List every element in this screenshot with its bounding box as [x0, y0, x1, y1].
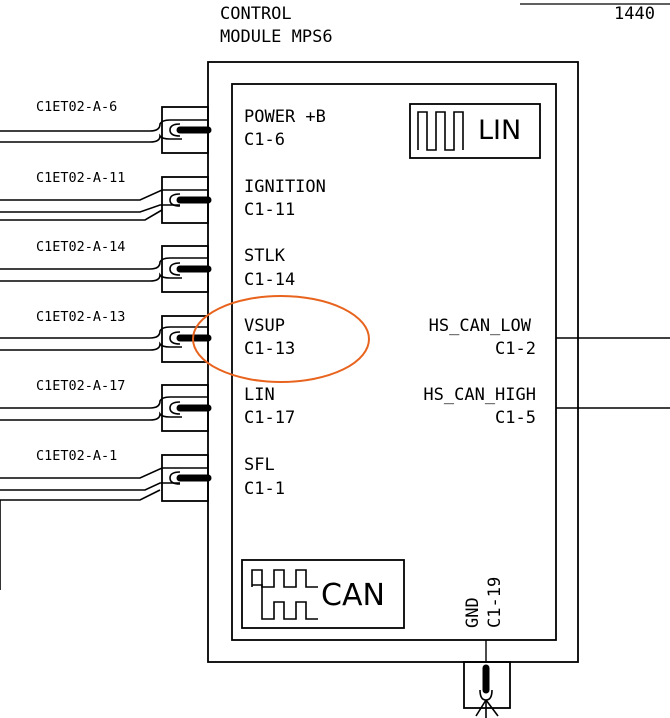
module-inner-frame	[231, 83, 557, 641]
connector-label: C1ET02-A-6	[36, 99, 117, 115]
terminal-hook	[169, 331, 181, 345]
vsup-highlight-ellipse	[192, 295, 370, 383]
wire-upper	[0, 396, 208, 409]
can-high-signal-icon	[251, 569, 318, 588]
pin-number: C1-11	[244, 200, 295, 220]
lin-badge: LIN	[409, 103, 541, 159]
connector-label: C1ET02-A-14	[36, 239, 125, 255]
left-pin-0: C1ET02-A-6 POWER +B C1-6	[36, 99, 326, 150]
connector-label: C1ET02-A-17	[36, 378, 125, 394]
wire-drop	[0, 489, 161, 590]
pin-name: STLK	[244, 246, 286, 266]
gnd-wire-branch-left	[475, 699, 487, 717]
pin-number: C1-1	[244, 479, 285, 499]
connector-label: C1ET02-A-13	[36, 309, 125, 325]
pin-name: LIN	[244, 385, 275, 405]
can-badge: CAN	[241, 559, 405, 629]
module-title-line1: CONTROL	[220, 4, 292, 24]
pin-number: C1-2	[495, 339, 536, 359]
right-pin-can-high: HS_CAN_HIGH C1-5	[423, 385, 670, 428]
lin-signal-icon	[417, 111, 464, 151]
pin-name: HS_CAN_HIGH	[423, 385, 536, 405]
pin-name: HS_CAN_LOW	[429, 316, 532, 336]
gnd-wire-branch-right	[485, 699, 499, 717]
wire-middle	[0, 204, 180, 213]
left-pin-2: C1ET02-A-14 STLK C1-14	[36, 239, 295, 290]
pin-number: C1-6	[244, 130, 285, 150]
wire-upper	[0, 326, 208, 339]
right-pin-can-low: HS_CAN_LOW C1-2	[429, 316, 670, 359]
pin-name: GND	[463, 597, 483, 628]
wire-lower	[0, 411, 182, 421]
connector-pin-6	[0, 106, 212, 154]
wire-upper	[0, 189, 208, 201]
module-title-line2: MODULE MPS6	[220, 27, 333, 47]
can-badge-frame	[241, 559, 405, 629]
left-pin-5: C1ET02-A-1 SFL C1-1	[36, 448, 285, 499]
bottom-pin-gnd: GND C1-19	[463, 577, 511, 718]
pin-name: POWER +B	[244, 107, 326, 127]
terminal-hook	[169, 262, 181, 276]
pin-number: C1-5	[495, 408, 536, 428]
connector-pin-11	[0, 176, 212, 224]
left-pin-3: C1ET02-A-13 VSUP C1-13	[36, 309, 295, 359]
left-pin-1: C1ET02-A-11 IGNITION C1-11	[36, 170, 326, 220]
pin-name: IGNITION	[244, 177, 326, 197]
lin-badge-label: LIN	[478, 115, 521, 146]
wire-upper	[0, 119, 208, 132]
pin-number: C1-17	[244, 408, 295, 428]
terminal-hook	[169, 123, 181, 137]
connector-pin-14	[0, 245, 212, 293]
connector-pin-17	[0, 384, 212, 432]
connector-housing	[463, 661, 511, 709]
terminal-hook	[169, 401, 181, 415]
pin-name: VSUP	[244, 316, 285, 336]
wire-lower	[0, 133, 182, 143]
wire-lower	[0, 272, 182, 282]
pin-number: C1-19	[485, 577, 505, 628]
wire-lower	[0, 209, 163, 221]
wire-upper	[0, 467, 208, 479]
can-badge-label: CAN	[321, 578, 385, 613]
wire-lower	[0, 482, 180, 491]
can-low-signal-icon	[252, 584, 318, 620]
connector-label: C1ET02-A-1	[36, 448, 117, 464]
wire-upper	[0, 257, 208, 270]
connector-pin-1	[0, 454, 212, 590]
pin-name: SFL	[244, 455, 275, 475]
pin-number: C1-13	[244, 339, 295, 359]
terminal-hook	[169, 193, 181, 207]
terminal-hook	[169, 471, 181, 485]
connector-label: C1ET02-A-11	[36, 170, 125, 186]
lin-badge-frame	[409, 103, 541, 159]
pin-number: C1-14	[244, 270, 295, 290]
sheet-reference: 1440	[614, 4, 655, 24]
left-pin-4: C1ET02-A-17 LIN C1-17	[36, 378, 295, 428]
module-outer-frame	[207, 61, 579, 663]
wire-lower	[0, 341, 182, 351]
